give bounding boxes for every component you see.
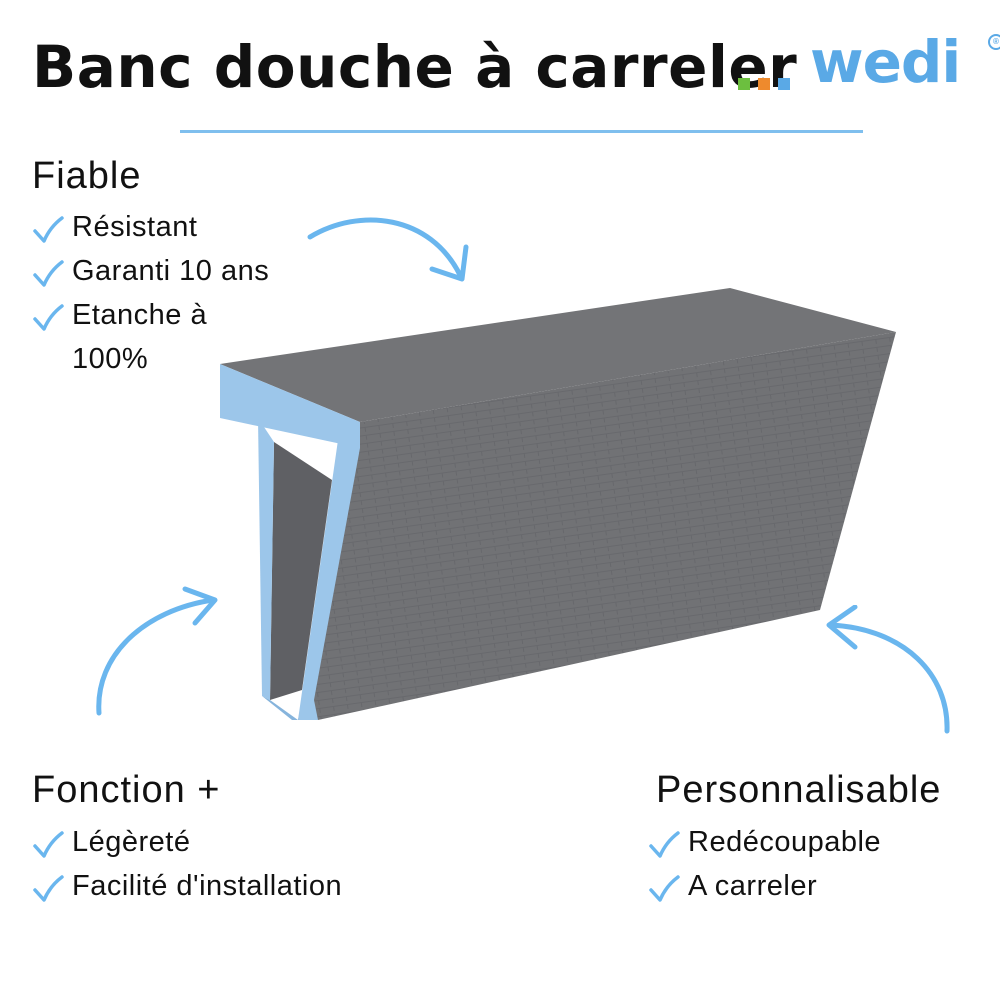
bench-leg-front-edge bbox=[298, 422, 360, 720]
list-item: Garanti 10 ans bbox=[32, 249, 312, 293]
check-icon bbox=[649, 831, 680, 858]
section-title-fiable: Fiable bbox=[32, 155, 142, 197]
registered-mark: ® bbox=[988, 34, 1000, 50]
list-item: Légèreté bbox=[32, 820, 452, 864]
list-item-label: Etanche à 100% bbox=[72, 299, 208, 375]
list-item: Résistant bbox=[32, 205, 312, 249]
check-icon bbox=[33, 831, 64, 858]
curved-arrow-icon bbox=[826, 605, 950, 734]
check-icon bbox=[33, 260, 64, 287]
curved-arrow-icon bbox=[307, 217, 469, 282]
title-divider bbox=[180, 130, 863, 133]
list-item-label: Redécoupable bbox=[688, 826, 882, 858]
list-item-label: Légèreté bbox=[72, 826, 191, 858]
list-item-label: Garanti 10 ans bbox=[72, 255, 270, 287]
wedi-logo: wedi ® bbox=[738, 28, 1000, 104]
check-icon bbox=[649, 875, 680, 902]
bench-top-lip-edge bbox=[220, 364, 360, 448]
list-item: Redécoupable bbox=[648, 820, 968, 864]
logo-dot-orange bbox=[758, 78, 770, 90]
list-item: Facilité d'installation bbox=[32, 864, 452, 908]
list-item-label: Résistant bbox=[72, 211, 198, 243]
bench-top-surface bbox=[220, 288, 896, 422]
shower-bench-illustration bbox=[220, 288, 896, 720]
bench-front-face bbox=[298, 332, 896, 720]
logo-wordmark: wedi bbox=[810, 28, 961, 96]
logo-dot-green bbox=[738, 78, 750, 90]
check-icon bbox=[33, 216, 64, 243]
section-title-fonction: Fonction + bbox=[32, 769, 221, 811]
section-title-personnalisable: Personnalisable bbox=[656, 769, 942, 811]
check-icon bbox=[33, 304, 64, 331]
personnalisable-list: Redécoupable A carreler bbox=[648, 820, 968, 908]
list-item-label: A carreler bbox=[688, 870, 818, 902]
check-icon bbox=[33, 875, 64, 902]
list-item: Etanche à 100% bbox=[32, 293, 312, 381]
bench-back-leg-edge bbox=[258, 418, 274, 700]
bench-leg-cavity bbox=[270, 442, 332, 700]
list-item: A carreler bbox=[648, 864, 968, 908]
logo-dots bbox=[738, 78, 790, 90]
bench-leg-bottom bbox=[262, 696, 298, 720]
list-item-label: Facilité d'installation bbox=[72, 870, 343, 902]
curved-arrow-icon bbox=[96, 586, 218, 716]
logo-dot-blue bbox=[778, 78, 790, 90]
page-title: Banc douche à carreler bbox=[32, 33, 798, 101]
